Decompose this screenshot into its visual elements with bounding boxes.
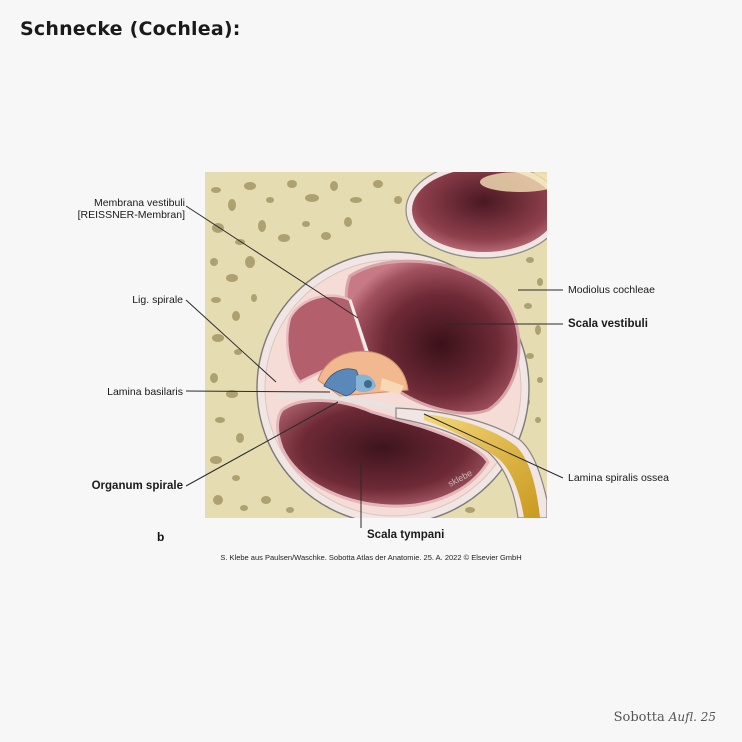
panel-letter: b bbox=[157, 530, 165, 544]
scala-tympani-lumen bbox=[276, 399, 490, 508]
nerve-fibres bbox=[424, 414, 540, 518]
upper-turn-lumen bbox=[412, 172, 547, 252]
label-lamina-basilaris: Lamina basilaris bbox=[107, 386, 183, 398]
label-modiolus-cochleae: Modiolus cochleae bbox=[568, 284, 655, 296]
label-scala-vestibuli: Scala vestibuli bbox=[568, 318, 648, 330]
footer-brand-name: Sobotta bbox=[613, 710, 665, 725]
label-membrana-vestibuli-line1: Membrana vestibuli bbox=[93, 197, 185, 209]
label-membrana-vestibuli: Membrana vestibuli [REISSNER-Membran] bbox=[78, 197, 185, 221]
label-membrana-vestibuli-line2: [REISSNER-Membran] bbox=[77, 209, 185, 221]
lamina-spiralis-ossea bbox=[395, 407, 547, 518]
label-organum-spirale: Organum spirale bbox=[91, 480, 183, 492]
label-lig-spirale: Lig. spirale bbox=[132, 294, 183, 306]
footer-edition: Aufl. 25 bbox=[668, 710, 716, 724]
label-lamina-spiralis-ossea: Lamina spiralis ossea bbox=[568, 472, 669, 484]
leader-lines bbox=[185, 205, 564, 528]
image-credit: S. Klebe aus Paulsen/Waschke. Sobotta At… bbox=[220, 553, 522, 562]
label-scala-tympani: Scala tympani bbox=[367, 529, 445, 541]
page-title: Schnecke (Cochlea): bbox=[20, 18, 241, 40]
